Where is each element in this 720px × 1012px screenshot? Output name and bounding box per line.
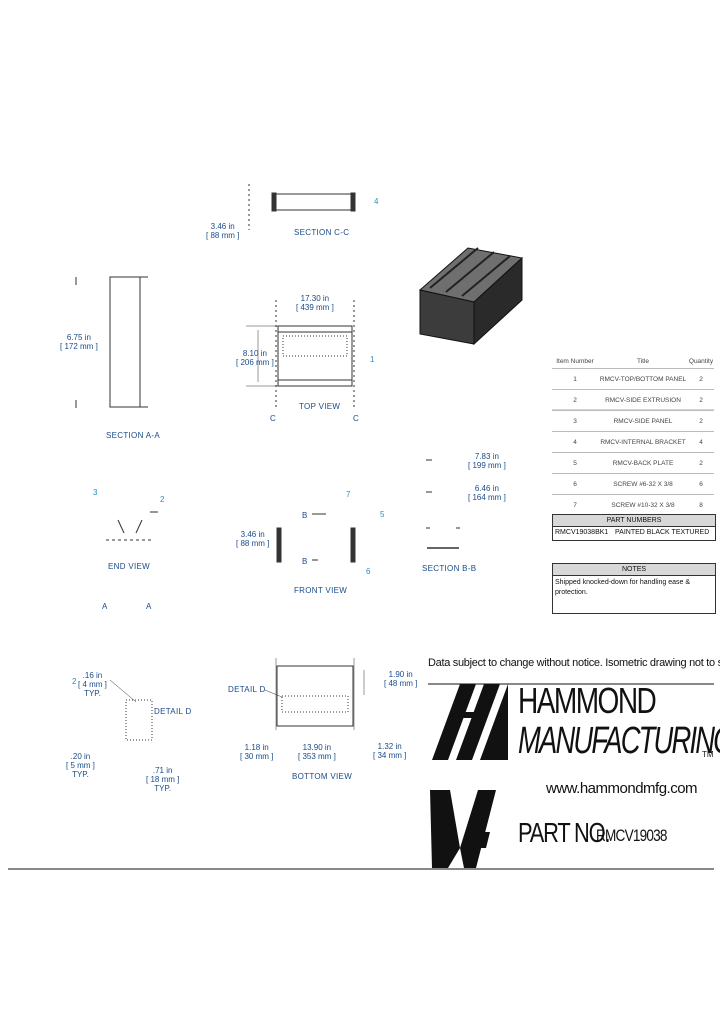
detail-d-callout: 2 xyxy=(72,677,77,686)
section-bb-drawing xyxy=(426,459,460,549)
front-view-b-bottom: B xyxy=(302,557,308,566)
front-view-callout: 7 xyxy=(346,490,351,499)
end-view-label: END VIEW xyxy=(108,562,150,571)
part-numbers-box: PART NUMBERS RMCV19038BK1 PAINTED BLACK … xyxy=(552,514,716,541)
parts-list-table: Item Number Title Quantity 1 RMCV-TOP/BOT… xyxy=(552,354,714,515)
header-quantity: Quantity xyxy=(688,357,714,365)
brand-name-line-1: HAMMOND xyxy=(518,680,657,721)
section-aa-drawing xyxy=(75,276,148,408)
end-view-callout-2: 2 xyxy=(160,495,165,504)
item-qty: 2 xyxy=(699,459,703,467)
notes-title: NOTES xyxy=(553,564,715,576)
detail-d-dim-1: .16 in[ 4 mm ]TYP. xyxy=(78,671,107,698)
item-number: 3 xyxy=(573,417,577,425)
item-qty: 2 xyxy=(699,417,703,425)
end-view-callout: 3 xyxy=(93,488,98,497)
item-title: RMCV-TOP/BOTTOM PANEL xyxy=(599,375,687,383)
header-title: Title xyxy=(636,357,650,365)
top-view-width-dim: 17.30 in[ 439 mm ] xyxy=(296,294,334,312)
section-aa-dim: 6.75 in[ 172 mm ] xyxy=(60,333,98,351)
bottom-view-dim-height: 1.90 in[ 48 mm ] xyxy=(384,670,418,688)
front-view-callout-2: 5 xyxy=(380,510,385,519)
bottom-view-dim-center: 13.90 in[ 353 mm ] xyxy=(298,743,336,761)
section-cc-callout: 4 xyxy=(374,197,379,206)
section-cc-dim: 3.46 in[ 88 mm ] xyxy=(206,222,240,240)
top-view-label: TOP VIEW xyxy=(299,402,341,411)
item-title: RMCV-SIDE EXTRUSION xyxy=(605,396,681,404)
item-qty: 4 xyxy=(699,438,703,446)
front-view-b-top: B xyxy=(302,511,308,520)
front-view-label: FRONT VIEW xyxy=(294,586,348,595)
top-view-height-dim: 8.10 in[ 206 mm ] xyxy=(236,349,274,367)
end-view-a-left: A xyxy=(102,602,108,611)
item-number: 7 xyxy=(573,501,577,509)
header-item-number: Item Number xyxy=(556,357,594,365)
hammond-logo-mark xyxy=(432,684,508,760)
notes-text: Shipped knocked-down for handling ease &… xyxy=(555,579,691,596)
item-qty: 6 xyxy=(699,480,703,488)
section-bb-label: SECTION B-B xyxy=(422,564,477,573)
part-numbers-title: PART NUMBERS xyxy=(553,515,715,527)
item-number: 4 xyxy=(573,438,577,446)
section-cc-label: SECTION C-C xyxy=(294,228,350,237)
front-view-callout-3: 6 xyxy=(366,567,371,576)
hammond-w-mark xyxy=(430,790,496,868)
item-title: RMCV-SIDE PANEL xyxy=(613,417,673,425)
item-qty: 2 xyxy=(699,375,703,383)
item-number: 1 xyxy=(573,375,577,383)
section-bb-dim-1: 7.83 in[ 199 mm ] xyxy=(468,452,506,470)
item-title: RMCV-BACK PLATE xyxy=(612,459,674,467)
section-bb-dim-2: 6.46 in[ 164 mm ] xyxy=(468,484,506,502)
part-number-description: PAINTED BLACK TEXTURED xyxy=(615,529,710,536)
front-view-dim: 3.46 in[ 88 mm ] xyxy=(236,530,270,548)
brand-name-line-2: MANUFACTURING xyxy=(518,720,720,762)
bottom-view-drawing xyxy=(264,658,365,730)
table-row: 5 RMCV-BACK PLATE 2 xyxy=(552,452,714,473)
top-view-drawing xyxy=(246,300,355,410)
end-view-a-right: A xyxy=(146,602,152,611)
top-view-c-right: C xyxy=(353,414,360,423)
front-view-drawing xyxy=(276,513,356,563)
item-number: 2 xyxy=(573,396,577,404)
item-qty: 8 xyxy=(699,501,703,509)
bottom-view-dim-left: 1.18 in[ 30 mm ] xyxy=(240,743,274,761)
detail-d-drawing xyxy=(109,679,153,741)
detail-d-dim-2: .20 in[ 5 mm ]TYP. xyxy=(66,752,95,779)
item-title: SCREW #6-32 X 3/8 xyxy=(613,480,673,488)
disclaimer-text: Data subject to change without notice. I… xyxy=(428,657,720,669)
table-row: 7 SCREW #10-32 X 3/8 8 xyxy=(552,494,714,515)
item-title: SCREW #10-32 X 3/8 xyxy=(611,501,675,509)
table-row: 3 RMCV-SIDE PANEL 2 xyxy=(552,410,714,431)
table-row: 6 SCREW #6-32 X 3/8 6 xyxy=(552,473,714,494)
part-no-value: RMCV19038 xyxy=(596,826,667,845)
detail-d-label: DETAIL D xyxy=(154,707,192,716)
section-aa-label: SECTION A-A xyxy=(106,431,160,440)
top-view-callout: 1 xyxy=(370,355,375,364)
bottom-view-detail-ref: DETAIL D xyxy=(228,685,266,694)
top-view-c-left: C xyxy=(270,414,277,423)
part-number-value: RMCV19038BK1 xyxy=(555,529,609,536)
isometric-view xyxy=(418,247,524,346)
item-number: 6 xyxy=(573,480,577,488)
part-no-label: PART NO. xyxy=(518,817,611,848)
item-title: RMCV-INTERNAL BRACKET xyxy=(600,438,686,446)
parts-table-header: Item Number Title Quantity xyxy=(552,354,714,368)
table-row: 4 RMCV-INTERNAL BRACKET 4 xyxy=(552,431,714,452)
trademark-mark: TM xyxy=(702,750,714,759)
notes-box: NOTES Shipped knocked-down for handling … xyxy=(552,563,716,614)
bottom-view-label: BOTTOM VIEW xyxy=(292,772,353,781)
detail-d-dim-3: .71 in[ 18 mm ]TYP. xyxy=(146,766,180,793)
item-qty: 2 xyxy=(699,396,703,404)
table-row: 1 RMCV-TOP/BOTTOM PANEL 2 xyxy=(552,368,714,389)
section-cc-drawing xyxy=(248,184,356,230)
website-link[interactable]: www.hammondmfg.com xyxy=(546,780,698,797)
end-view-drawing xyxy=(106,511,158,541)
bottom-view-dim-right: 1.32 in[ 34 mm ] xyxy=(373,742,407,760)
item-number: 5 xyxy=(573,459,577,467)
table-row: 2 RMCV-SIDE EXTRUSION 2 xyxy=(552,389,714,410)
